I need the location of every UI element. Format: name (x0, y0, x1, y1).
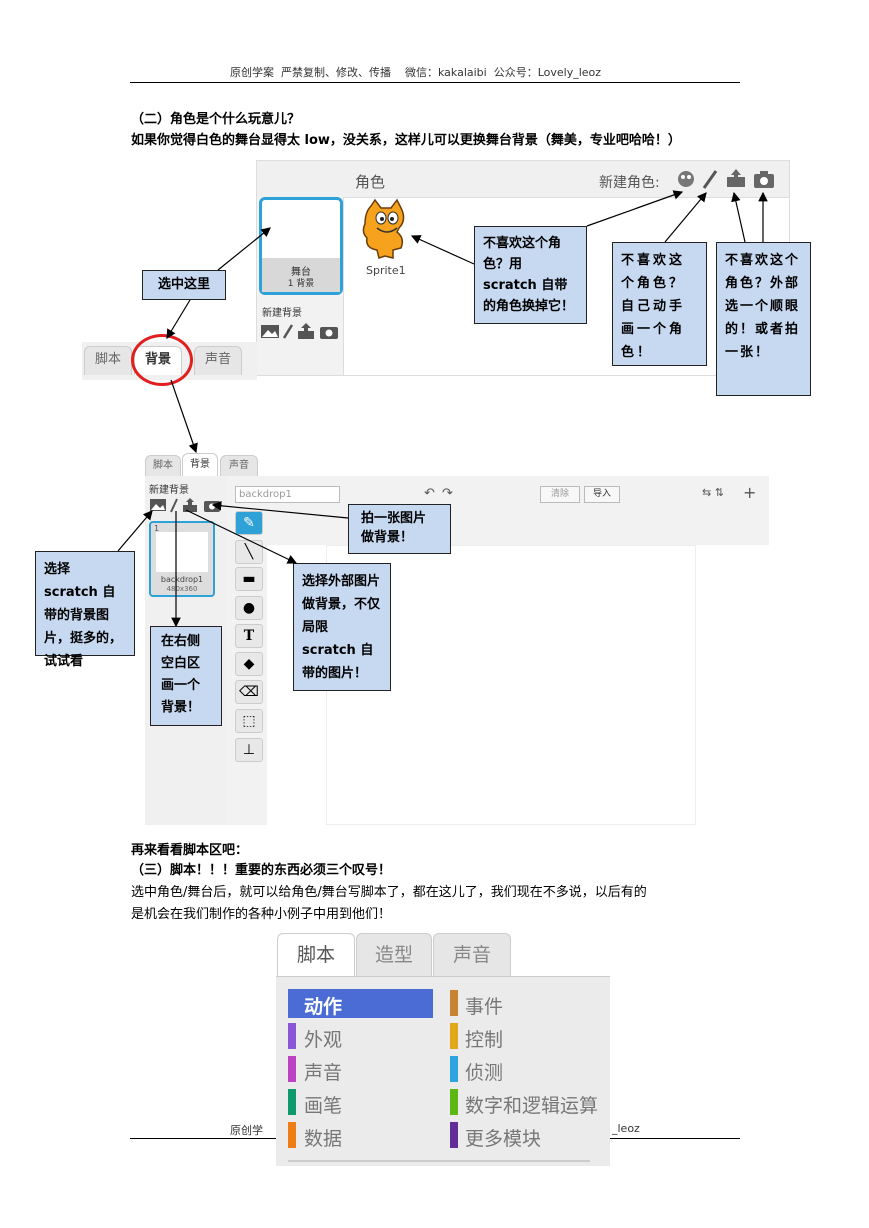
arrow-tab-to-editor (170, 379, 198, 454)
backdrop-thumb-index: 1 (154, 524, 160, 533)
category-sensing[interactable]: 侦测 (465, 1062, 504, 1084)
callout-select-here: 选中这里 (142, 270, 226, 300)
sprite-panel-title: 角色 (355, 173, 386, 191)
arrow-select-to-tab (166, 299, 191, 340)
upload-sprite-icon[interactable] (725, 167, 747, 193)
new-backdrop-icons[interactable] (260, 322, 340, 344)
fill-tool-icon[interactable]: ◆ (235, 652, 263, 676)
tab-scripts[interactable]: 脚本 (84, 346, 132, 375)
editor-tab-sounds[interactable]: 声音 (220, 455, 258, 476)
category-data[interactable]: 数据 (304, 1128, 343, 1150)
category-pen[interactable]: 画笔 (304, 1095, 343, 1117)
callout-paint: 在右侧空白区画一个背景！ (150, 626, 222, 726)
script-tab-costumes[interactable]: 造型 (356, 933, 432, 976)
category-motion-selected[interactable] (288, 989, 433, 1018)
import-button[interactable]: 导入 (584, 486, 620, 503)
new-sprite-label: 新建角色: (599, 175, 660, 191)
tab-sounds[interactable]: 声音 (194, 346, 242, 375)
stage-thumb-footer (262, 258, 340, 292)
editor-new-backdrop-label: 新建背景 (149, 485, 189, 496)
category-operators-bar (450, 1089, 458, 1115)
category-operators[interactable]: 数字和逻辑运算 (465, 1095, 599, 1117)
callout-upload: 选择外部图片做背景，不仅局限 scratch 自带的图片！ (293, 563, 391, 691)
sprite1-name: Sprite1 (366, 264, 406, 277)
highlight-circle (131, 334, 193, 386)
sprite1-cat-image[interactable] (357, 198, 413, 264)
arrow-draw-to-brush (664, 192, 707, 243)
footer-left: 原创学 (230, 1124, 263, 1137)
sprite-panel-header (257, 161, 789, 198)
category-more-blocks[interactable]: 更多模块 (465, 1128, 542, 1150)
script-tab-sounds[interactable]: 声音 (433, 933, 511, 976)
ellipse-tool-icon[interactable]: ● (235, 596, 263, 620)
section2-intro: 如果你觉得白色的舞台显得太 low，没关系，这样儿可以更换舞台背景（舞美，专业吧… (131, 133, 681, 148)
arrow-upload (185, 509, 298, 564)
footer-rule-left (130, 1138, 276, 1139)
backdrop-thumb-size: 480x360 (166, 585, 198, 593)
header-rule (130, 82, 740, 83)
brush-tool-icon[interactable]: ✎ (235, 511, 263, 535)
arrow-upload-to-upload (731, 191, 746, 243)
script-panel-divider (288, 1160, 590, 1162)
undo-icon[interactable]: ↶ (424, 486, 435, 501)
section3-body-line1: 选中角色/舞台后，就可以给角色/舞台写脚本了，都在这儿了，我们现在不多说，以后有… (131, 885, 647, 900)
section2-title: （二）角色是个什么玩意儿？ (131, 112, 301, 127)
arrow-camera (211, 501, 349, 519)
paint-sprite-icon[interactable] (700, 168, 720, 194)
callout-draw-sprite: 不喜欢这个角色？自己动手画一个角色！ (612, 242, 707, 366)
category-motion-label[interactable]: 动作 (304, 996, 343, 1018)
category-sensing-bar (450, 1056, 458, 1082)
editor-tab-backdrops[interactable]: 背景 (182, 453, 218, 476)
eraser-tool-icon[interactable]: ⌫ (235, 680, 263, 704)
backdrop-thumb-canvas (156, 532, 208, 572)
callout-camera: 拍一张图片做背景！ (348, 504, 451, 554)
arrow-replace-to-cat (410, 235, 475, 265)
stage-label: 舞台 (291, 267, 311, 278)
callout-library: 选择 scratch 自带的背景图片，挺多的，试试看 (35, 551, 135, 669)
callout-replace-sprite: 不喜欢这个角色？用 scratch 自带的角色换掉它！ (474, 226, 587, 324)
category-looks[interactable]: 外观 (304, 1029, 343, 1051)
stage-thumbnail[interactable]: 舞台 1 背景 (259, 197, 343, 295)
footer-right: _leoz (612, 1122, 640, 1135)
category-events-bar (450, 990, 458, 1016)
category-sound-bar (288, 1056, 296, 1082)
arrow-replace-to-library (586, 190, 684, 227)
category-events[interactable]: 事件 (465, 996, 504, 1018)
callout-upload-sprite: 不喜欢这个角色？外部选一个顺眼的！或者拍一张！ (716, 242, 811, 396)
section3-title: （三）脚本！！！重要的东西必须三个叹号！ (131, 863, 392, 878)
stamp-tool-icon[interactable]: ⊥ (235, 738, 263, 762)
category-more-blocks-bar (450, 1122, 458, 1148)
section3-body-line2: 是机会在我们制作的各种小例子中用到他们！ (131, 907, 392, 922)
backdrop-name-field[interactable]: backdrop1 (235, 486, 340, 503)
flip-icons[interactable]: ⇆ ⇅ (702, 486, 724, 499)
category-looks-bar (288, 1023, 296, 1049)
arrow-library (117, 510, 153, 552)
editor-tab-scripts[interactable]: 脚本 (145, 455, 181, 476)
section3-lead: 再来看看脚本区吧： (131, 843, 249, 858)
redo-icon[interactable]: ↷ (442, 486, 453, 501)
page-header: 原创学案 严禁复制、修改、传播 微信：kakalaibi 公众号：Lovely_… (230, 66, 602, 79)
script-tab-scripts[interactable]: 脚本 (277, 933, 355, 976)
select-tool-icon[interactable]: ⬚ (235, 709, 263, 733)
category-data-bar (288, 1122, 296, 1148)
backdrop-thumbnail[interactable]: 1 backdrop1 480x360 (149, 521, 215, 597)
category-control[interactable]: 控制 (465, 1029, 504, 1051)
rectangle-tool-icon[interactable]: ▬ (235, 567, 263, 591)
clear-button[interactable]: 清除 (540, 486, 580, 503)
backdrop-thumb-name: backdrop1 (160, 575, 204, 584)
category-control-bar (450, 1023, 458, 1049)
camera-sprite-icon[interactable] (753, 169, 775, 193)
stage-sub-label: 1 背景 (287, 279, 315, 289)
arrow-select-to-stage (217, 227, 271, 271)
footer-rule-right (610, 1138, 740, 1139)
set-center-icon[interactable]: + (743, 483, 757, 502)
sprite-library-icon[interactable] (675, 168, 697, 194)
new-backdrop-label: 新建背景 (262, 308, 302, 319)
category-sound[interactable]: 声音 (304, 1062, 343, 1084)
category-pen-bar (288, 1089, 296, 1115)
text-tool-icon[interactable]: T (235, 624, 263, 648)
